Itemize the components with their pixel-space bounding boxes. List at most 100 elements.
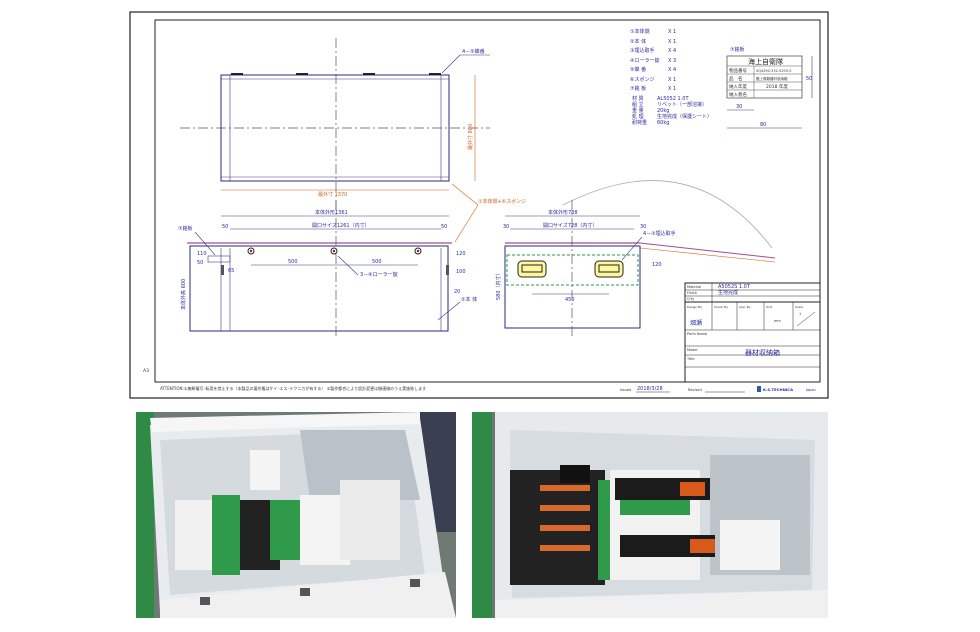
dim-110: 110 bbox=[197, 251, 207, 257]
overall-depth: 最外寸 800 bbox=[467, 124, 474, 150]
front-opening-dim: 開口サイズ1261（内寸） bbox=[312, 222, 370, 229]
svg-text:④ローラー錠: ④ローラー錠 bbox=[630, 57, 659, 64]
svg-text:耐荷重: 耐荷重 bbox=[632, 119, 647, 126]
svg-text:Finish: Finish bbox=[687, 291, 697, 295]
dim-50: 50 bbox=[197, 260, 203, 266]
svg-text:X 1: X 1 bbox=[668, 39, 676, 45]
nameplate-detail: ⑦銘板 海上自衛隊 物品番号 0Q4290-332-5293-5 品 名 艦上救難器… bbox=[726, 46, 812, 129]
side-right-dim: 30 bbox=[640, 224, 646, 230]
svg-text:Scale: Scale bbox=[795, 305, 803, 309]
svg-text:A5052S 1.0T: A5052S 1.0T bbox=[718, 284, 751, 290]
svg-text:Issued: Issued bbox=[620, 388, 631, 392]
svg-text:物品番号: 物品番号 bbox=[729, 67, 747, 74]
svg-text:Unit: Unit bbox=[766, 305, 773, 309]
svg-text:0Q4290-332-5293-5: 0Q4290-332-5293-5 bbox=[756, 69, 792, 73]
svg-text:器材収納箱: 器材収納箱 bbox=[745, 348, 780, 357]
svg-text:X 1: X 1 bbox=[668, 77, 676, 83]
front-side-right-dim: 50 bbox=[441, 224, 447, 230]
photo-case-with-tools bbox=[472, 412, 828, 618]
svg-text:Title: Title bbox=[686, 357, 695, 361]
svg-text:③埋込取手: ③埋込取手 bbox=[630, 47, 654, 54]
svg-text:AL5052 1.0T: AL5052 1.0T bbox=[657, 96, 689, 102]
lock-spacing-1: 500 bbox=[288, 259, 298, 265]
svg-text:Check By: Check By bbox=[714, 305, 728, 309]
svg-text:生地完成: 生地完成 bbox=[718, 289, 738, 296]
front-outer-dim: 本体外形1361 bbox=[315, 209, 348, 216]
dim-65: 65 bbox=[228, 268, 234, 274]
svg-text:X 4: X 4 bbox=[668, 67, 676, 73]
svg-text:材 質: 材 質 bbox=[632, 95, 644, 102]
technical-drawing: A3 4－⑤蝶番 最外寸 1370 最外寸 800 bbox=[129, 11, 829, 399]
front-height-dim: 本体外高 600 bbox=[180, 279, 187, 310]
front-view: 本体外形1361 開口サイズ1261（内寸） 50 50 500 500 3－④… bbox=[178, 198, 526, 338]
svg-text:X 1: X 1 bbox=[668, 86, 676, 92]
svg-text:X 1: X 1 bbox=[668, 29, 676, 35]
photo-empty-case bbox=[136, 412, 456, 618]
svg-text:重 量: 重 量 bbox=[632, 107, 644, 114]
side-view: 本体外形788 開口サイズ728（内寸） 30 30 4－③埋込取手 450 5… bbox=[495, 180, 776, 338]
svg-text:Design By: Design By bbox=[687, 305, 702, 309]
side-opening-dim: 開口サイズ728（内寸） bbox=[543, 222, 597, 229]
svg-text:App. By: App. By bbox=[739, 305, 751, 309]
svg-text:Material: Material bbox=[687, 285, 701, 289]
svg-text:組 立: 組 立 bbox=[632, 101, 644, 108]
svg-text:生地完成（保護シート）: 生地完成（保護シート） bbox=[657, 113, 712, 120]
svg-text:①本体側: ①本体側 bbox=[630, 28, 649, 35]
side-height-dim: 580（内寸） bbox=[495, 270, 502, 300]
svg-text:処 理: 処 理 bbox=[632, 113, 644, 120]
front-side-left-dim: 50 bbox=[222, 224, 228, 230]
svg-text:Q'ty: Q'ty bbox=[687, 297, 694, 301]
parts-list: ①本体側 X 1 ②本 体 X 1 ③埋込取手 X 4 ④ローラー錠 X 3 ⑤蝶 番 X… bbox=[630, 28, 712, 126]
svg-text:⑥スポンジ: ⑥スポンジ bbox=[630, 76, 654, 83]
roller-lock-icon bbox=[247, 247, 422, 255]
svg-text:リベット（一部溶接）: リベット（一部溶接） bbox=[657, 101, 707, 108]
hinge-label: 4－⑤蝶番 bbox=[462, 48, 485, 55]
embedded-handle-icon bbox=[517, 260, 624, 278]
svg-text:Parts Name: Parts Name bbox=[687, 332, 707, 336]
svg-text:Model: Model bbox=[687, 348, 698, 352]
side-left-dim: 30 bbox=[503, 224, 509, 230]
svg-text:②本 体: ②本 体 bbox=[630, 38, 646, 45]
svg-text:艦上救難器材収納箱: 艦上救難器材収納箱 bbox=[756, 76, 788, 81]
svg-text:畑瀬: 畑瀬 bbox=[690, 319, 702, 327]
svg-text:80: 80 bbox=[760, 122, 766, 128]
side-outer-dim: 本体外形788 bbox=[548, 209, 578, 216]
nameplate-label: ⑦銘板 bbox=[178, 225, 192, 232]
svg-text:⑤蝶 番: ⑤蝶 番 bbox=[630, 66, 646, 73]
svg-text:X 3: X 3 bbox=[668, 58, 676, 64]
svg-text:納入者名: 納入者名 bbox=[729, 91, 747, 98]
svg-text:30: 30 bbox=[736, 104, 742, 110]
lock-label: 3－④ローラー錠 bbox=[360, 271, 398, 278]
body-label: ②本 体 bbox=[461, 296, 477, 303]
title-block: Material A5052S 1.0T Finish 生地完成 Q'ty De… bbox=[684, 282, 821, 383]
sheet-size: A3 bbox=[143, 368, 149, 374]
handle-label: 4－③埋込取手 bbox=[643, 230, 676, 237]
svg-text:1: 1 bbox=[799, 312, 801, 316]
overall-length: 最外寸 1370 bbox=[318, 191, 347, 198]
svg-text:納入年度: 納入年度 bbox=[729, 83, 747, 90]
sponge-label: ①本体側+⑥スポンジ bbox=[478, 198, 526, 205]
svg-text:Japan: Japan bbox=[805, 388, 816, 392]
svg-text:2018 年度: 2018 年度 bbox=[766, 83, 788, 90]
attention-note: ATTENTION:①無断複写･転用を禁止する（本製品の著作権はケイ･エス･テク… bbox=[160, 385, 426, 391]
svg-text:X 4: X 4 bbox=[668, 48, 676, 54]
svg-text:⑦銘板: ⑦銘板 bbox=[730, 46, 744, 53]
dim-120: 120 bbox=[456, 251, 466, 257]
svg-text:50: 50 bbox=[806, 76, 812, 82]
svg-text:海上自衛隊: 海上自衛隊 bbox=[748, 57, 783, 66]
svg-text:⑦銘 板: ⑦銘 板 bbox=[630, 85, 646, 92]
svg-text:Revised: Revised bbox=[688, 388, 702, 392]
lock-spacing-2: 500 bbox=[372, 259, 382, 265]
handle-spacing: 450 bbox=[565, 297, 575, 303]
company-logo-icon bbox=[757, 386, 761, 392]
svg-text:20kg: 20kg bbox=[657, 108, 669, 114]
svg-text:2018/3/28: 2018/3/28 bbox=[637, 386, 663, 392]
svg-text:mm: mm bbox=[774, 319, 781, 323]
drawing-footer: ATTENTION:①無断複写･転用を禁止する（本製品の著作権はケイ･エス･テク… bbox=[155, 381, 820, 393]
svg-text:K.S.TECHNICA: K.S.TECHNICA bbox=[763, 387, 793, 392]
dim-20: 20 bbox=[454, 289, 460, 295]
svg-text:品 名: 品 名 bbox=[729, 75, 743, 82]
top-view: 4－⑤蝶番 最外寸 1370 最外寸 800 bbox=[180, 38, 490, 212]
svg-text:60kg: 60kg bbox=[657, 120, 669, 126]
